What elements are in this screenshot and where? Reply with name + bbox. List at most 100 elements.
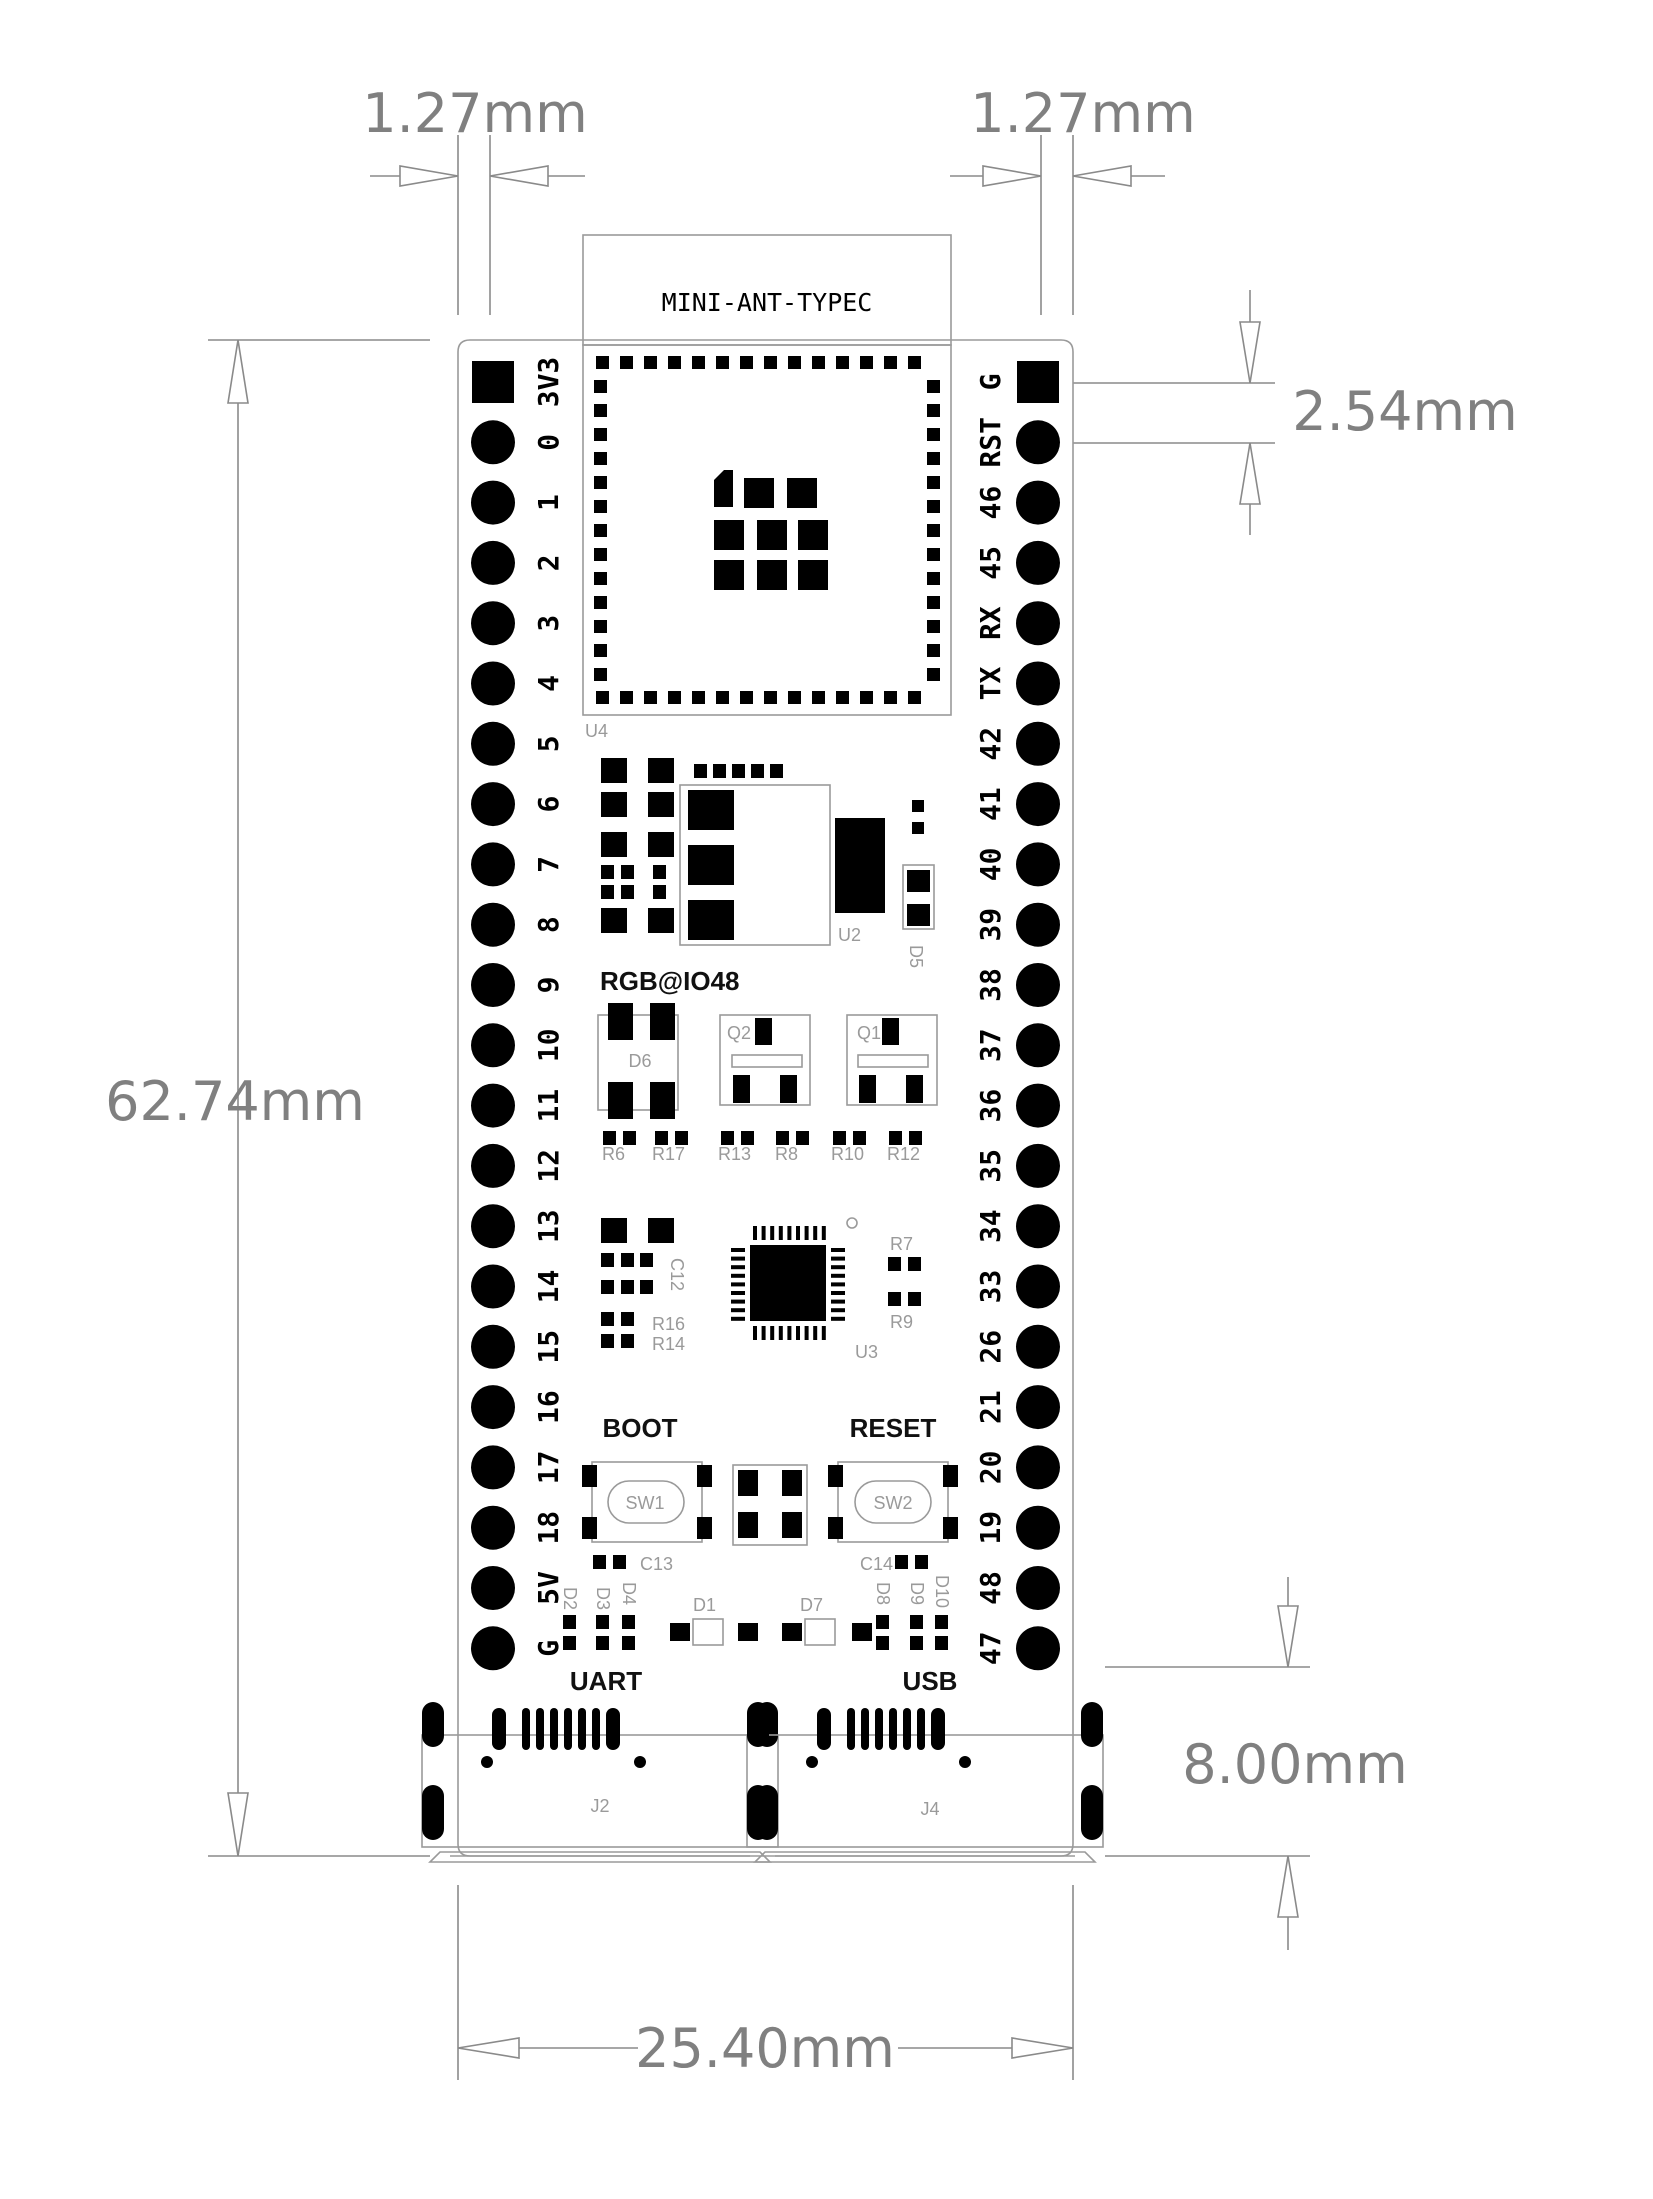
ref-r10: R10 xyxy=(831,1144,864,1164)
shield-tab xyxy=(422,1702,444,1747)
ic-pin xyxy=(831,1273,845,1278)
right-pin-label: G xyxy=(974,374,1007,391)
module-pad xyxy=(884,691,897,704)
locating-hole xyxy=(634,1756,646,1768)
signal-pin xyxy=(578,1708,586,1750)
ic-pin xyxy=(770,1326,775,1340)
module-pad xyxy=(620,691,633,704)
pin-pad xyxy=(1016,842,1060,887)
ic-pin xyxy=(821,1226,826,1240)
module-pad xyxy=(594,380,607,393)
boot-button[interactable] xyxy=(582,1461,712,1543)
ic-pin xyxy=(831,1256,845,1261)
module-pad xyxy=(927,572,940,585)
pin-pad xyxy=(1016,1083,1060,1128)
ref-r8: R8 xyxy=(775,1144,798,1164)
shield-tab xyxy=(747,1785,769,1840)
ref-d3: D3 xyxy=(593,1587,613,1610)
left-pin-label: 16 xyxy=(532,1390,565,1424)
ref-d4: D4 xyxy=(619,1582,639,1605)
right-pin-label: 48 xyxy=(974,1571,1007,1605)
ref-c14: C14 xyxy=(860,1554,893,1574)
connector-body xyxy=(421,1734,779,1848)
right-pin-label: TX xyxy=(974,667,1007,701)
pin-pad xyxy=(1016,782,1060,827)
left-pin-label: 1 xyxy=(532,494,565,511)
module-pad xyxy=(740,691,753,704)
ic-pin xyxy=(731,1248,745,1252)
pin-pad xyxy=(1016,1143,1060,1188)
ic-pin xyxy=(770,1226,775,1240)
left-pin-label: 3 xyxy=(532,615,565,632)
left-pin-label: 5 xyxy=(532,735,565,752)
pin-pad xyxy=(471,1445,515,1490)
pin-pad xyxy=(471,902,515,947)
dim-pin-width-right: 1.27mm xyxy=(970,82,1195,145)
module-pad xyxy=(812,691,825,704)
signal-pin xyxy=(817,1708,831,1750)
signal-pin xyxy=(550,1708,558,1750)
ic-pin xyxy=(831,1265,845,1270)
ic-pin xyxy=(831,1299,845,1304)
module-pad xyxy=(860,356,873,369)
ref-sw2: SW2 xyxy=(873,1493,912,1513)
module-pad xyxy=(927,596,940,609)
native-usb-connector[interactable] xyxy=(746,1702,1104,1863)
ref-u4: U4 xyxy=(585,721,608,741)
ic-pin xyxy=(831,1248,845,1252)
left-pin-label: 9 xyxy=(532,977,565,994)
resistor-pad xyxy=(603,1131,616,1145)
ic-pin xyxy=(731,1273,745,1278)
pin-pad xyxy=(1016,1385,1060,1430)
module-pad xyxy=(594,572,607,585)
resistor-pad xyxy=(796,1131,809,1145)
shield-tab xyxy=(422,1785,444,1840)
signal-pin xyxy=(564,1708,572,1750)
ic-pin xyxy=(731,1291,745,1295)
usb-bridge-ic xyxy=(601,1217,921,1348)
module-pad xyxy=(927,620,940,633)
ic-pin xyxy=(813,1326,818,1340)
right-pin-header: GRST4645RXTX4241403938373635343326212019… xyxy=(974,361,1060,1671)
ref-c12: C12 xyxy=(667,1258,687,1291)
transistor-q2 xyxy=(719,1014,811,1106)
esp32-module xyxy=(582,344,952,716)
pin-pad xyxy=(471,1626,515,1671)
label-usb: USB xyxy=(903,1666,958,1696)
signal-pin xyxy=(522,1708,530,1750)
left-pin-label: 4 xyxy=(532,675,565,692)
module-pad xyxy=(594,524,607,537)
label-reset: RESET xyxy=(850,1413,937,1443)
receptacle-lip xyxy=(753,1851,1097,1863)
signal-pin xyxy=(861,1708,869,1750)
ic-pin xyxy=(731,1282,745,1287)
right-pin-label: 34 xyxy=(974,1209,1007,1243)
dim-board-height: 62.74mm xyxy=(105,1070,365,1133)
ref-q1: Q1 xyxy=(857,1023,881,1043)
ic-pin xyxy=(787,1226,792,1240)
reset-button[interactable] xyxy=(828,1461,958,1543)
resistor-pad xyxy=(655,1131,668,1145)
module-pad xyxy=(927,380,940,393)
small-caps xyxy=(593,1555,928,1569)
ic-pin xyxy=(831,1291,845,1295)
left-pin-label: 18 xyxy=(532,1511,565,1545)
locating-hole xyxy=(806,1756,818,1768)
module-pad xyxy=(908,691,921,704)
module-pad xyxy=(594,644,607,657)
pin-pad xyxy=(471,1023,515,1068)
left-pin-label: 17 xyxy=(532,1451,565,1485)
pin-pad xyxy=(1016,1566,1060,1610)
left-pin-label: 2 xyxy=(532,554,565,571)
module-pad xyxy=(812,356,825,369)
module-pad xyxy=(644,691,657,704)
dimension-lines xyxy=(208,135,1310,2080)
ref-d10: D10 xyxy=(932,1575,952,1608)
ic-pin xyxy=(831,1308,845,1313)
module-pad xyxy=(836,356,849,369)
module-pad xyxy=(927,404,940,417)
signal-pin xyxy=(903,1708,911,1750)
uart-usb-connector[interactable] xyxy=(421,1702,779,1863)
module-pad xyxy=(644,356,657,369)
signal-pin xyxy=(847,1708,855,1750)
